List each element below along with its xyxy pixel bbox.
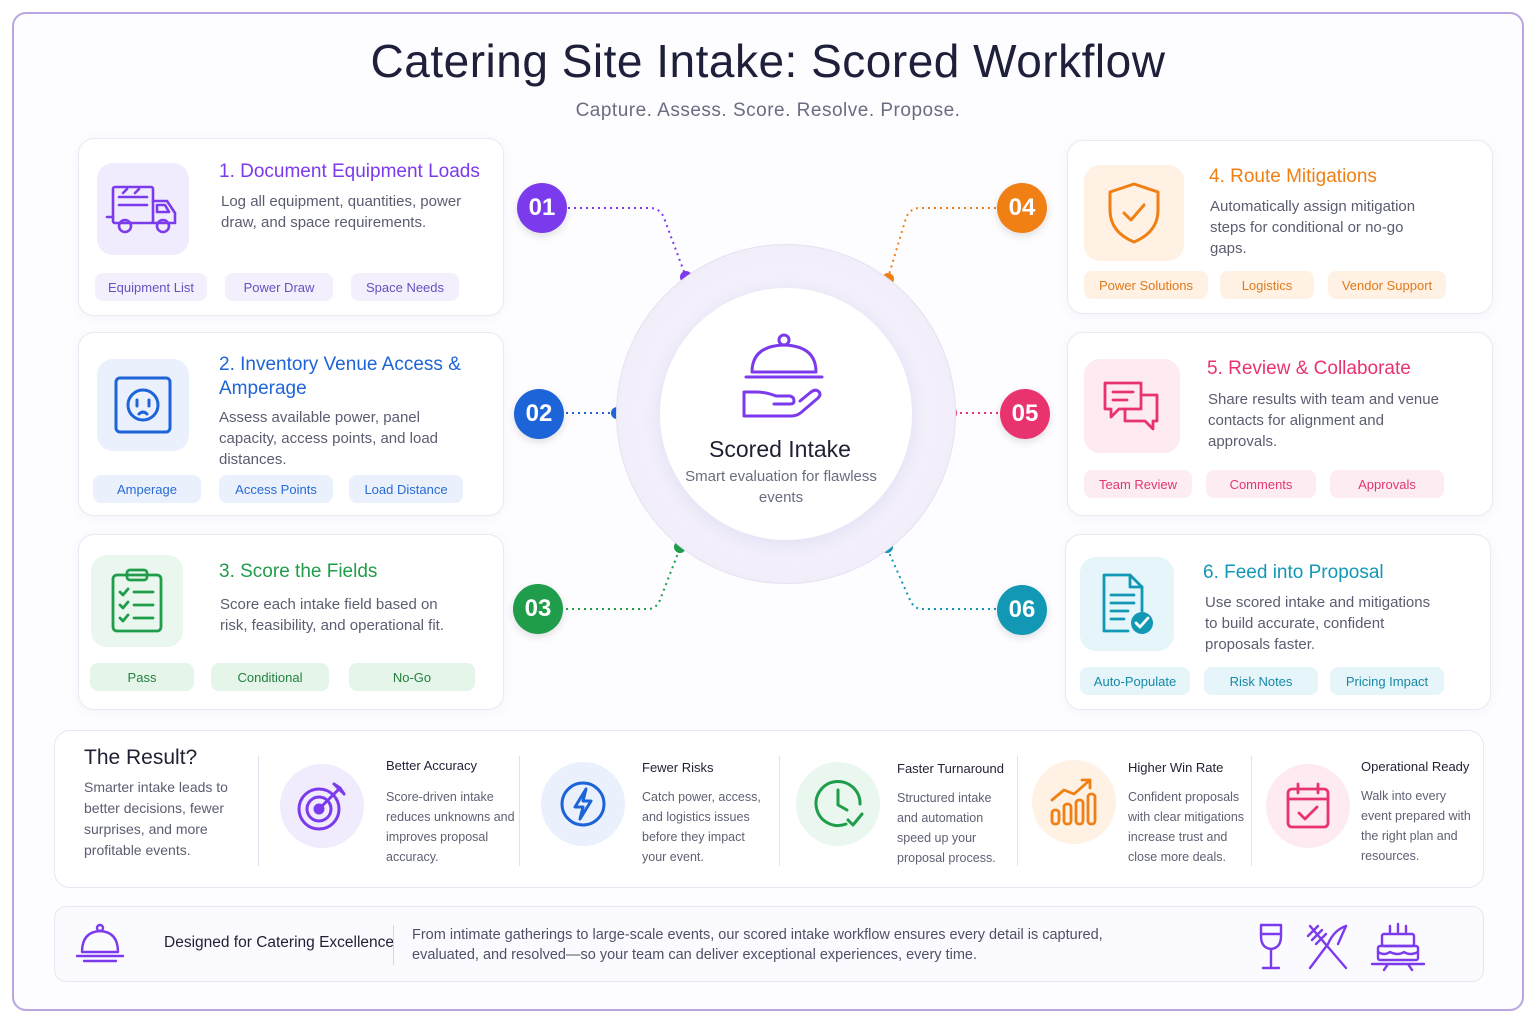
tag-approvals: Approvals [1330,470,1444,498]
step-badge-05: 05 [1000,389,1050,439]
shield-check-icon [1108,182,1160,244]
step-badge-06: 06 [997,585,1047,635]
tag-pass: Pass [90,663,194,691]
cloche-hand-icon [742,333,824,418]
step-card-3: 3. Score the Fields Score each intake fi… [78,534,504,710]
benefit-desc-3: Structured intake and automation speed u… [897,791,996,865]
divider [258,756,259,866]
tag-power-solutions: Power Solutions [1084,271,1208,299]
shield-check-icon-box [1084,165,1184,261]
growth-chart-icon [1050,778,1097,826]
step-title-6: 6. Feed into Proposal [1203,562,1384,583]
hub-subtitle: Smart evaluation for flawless events [685,468,877,506]
page-title: Catering Site Intake: Scored Workflow [370,35,1166,87]
tag-load-distance: Load Distance [349,475,463,503]
benefit-title-3: Faster Turnaround [897,761,1004,776]
connector-06 [886,547,996,610]
tag-space-needs: Space Needs [351,273,459,301]
step-badge-04: 04 [997,183,1047,233]
step-card-5: 5. Review & Collaborate Share results wi… [1067,332,1493,516]
document-check-icon [1102,573,1153,634]
chat-bubbles-icon-box [1084,359,1180,453]
power-outlet-icon [114,376,172,434]
benefit-title-5: Operational Ready [1361,759,1470,774]
hub-circle [660,288,912,540]
connector-01 [568,207,687,278]
divider [519,756,520,866]
tag-logistics: Logistics [1220,271,1314,299]
divider [1251,756,1252,866]
food-truck-icon [105,185,177,234]
step-title-1: 1. Document Equipment Loads [219,161,480,182]
clock-check-icon [814,780,864,827]
tag-equipment-list: Equipment List [95,273,207,301]
tag-auto-populate: Auto-Populate [1080,667,1190,695]
benefit-desc-5: Walk into every event prepared with the … [1361,789,1471,863]
step-card-4: 4. Route Mitigations Automatically assig… [1067,140,1493,314]
wine-glass-icon [1259,923,1283,970]
target-icon-circle [280,764,364,848]
tag-risk-notes: Risk Notes [1204,667,1318,695]
result-description: Smarter intake leads to better decisions… [84,779,228,858]
growth-chart-icon-circle [1032,760,1116,844]
step-desc-3: Score each intake field based on risk, f… [220,596,444,634]
chat-bubbles-icon [1103,381,1159,431]
tag-access-points: Access Points [219,475,333,503]
hub-title: Scored Intake [709,436,851,462]
tag-amperage: Amperage [93,475,201,503]
tag-no-go: No-Go [349,663,475,691]
step-badge-01: 01 [517,183,567,233]
lightning-icon [560,781,606,827]
step-card-2: 2. Inventory Venue Access & Amperage Ass… [78,332,504,516]
document-check-icon-box [1080,557,1174,651]
footer-banner [54,906,1484,982]
tag-team-review: Team Review [1084,470,1192,498]
footer-description: From intimate gatherings to large-scale … [412,927,1103,963]
benefit-title-1: Better Accuracy [386,758,478,773]
tag-vendor-support: Vendor Support [1328,271,1446,299]
utensils-icon [1306,924,1348,970]
step-desc-2: Assess available power, panel capacity, … [219,409,439,468]
footer-heading: Designed for Catering Excellence [164,934,395,951]
step-badge-03: 03 [513,584,563,634]
divider [393,925,394,965]
tag-pricing-impact: Pricing Impact [1330,667,1444,695]
result-heading: The Result? [84,746,198,769]
step-title-2: 2. Inventory Venue Access & Amperage [219,354,461,399]
step-desc-1: Log all equipment, quantities, power dra… [221,193,462,231]
step-title-4: 4. Route Mitigations [1209,166,1377,187]
step-desc-5: Share results with team and venue contac… [1208,391,1439,450]
step-desc-4: Automatically assign mitigation steps fo… [1210,198,1416,257]
step-badge-02: 02 [514,389,564,439]
connector-03 [566,547,681,610]
cloche-icon [75,923,125,963]
calendar-check-icon [1286,782,1330,829]
calendar-check-icon-circle [1266,764,1350,848]
step-desc-6: Use scored intake and mitigations to bui… [1205,594,1431,653]
benefit-desc-4: Confident proposals with clear mitigatio… [1128,790,1245,864]
step-title-5: 5. Review & Collaborate [1207,358,1411,379]
divider [1017,756,1018,866]
benefit-desc-2: Catch power, access, and logistics issue… [642,790,761,864]
tag-comments: Comments [1206,470,1316,498]
tag-power-draw: Power Draw [225,273,333,301]
food-truck-icon-box [97,163,189,255]
power-outlet-icon-box [97,359,189,451]
benefit-desc-1: Score-driven intake reduces unknowns and… [386,790,515,864]
benefit-title-2: Fewer Risks [642,760,714,775]
benefit-title-4: Higher Win Rate [1128,760,1224,775]
step-card-6: 6. Feed into Proposal Use scored intake … [1065,534,1491,710]
tag-conditional: Conditional [211,663,329,691]
lightning-icon-circle [541,762,625,846]
clock-check-icon-circle [796,762,880,846]
cake-icon [1370,922,1426,972]
step-title-3: 3. Score the Fields [219,561,378,582]
connector-04 [887,207,996,279]
checklist-icon [111,568,163,633]
target-icon [297,782,346,831]
page-subtitle: Capture. Assess. Score. Resolve. Propose… [575,100,961,121]
checklist-icon-box [91,555,183,647]
divider [779,756,780,866]
step-card-1: 1. Document Equipment Loads Log all equi… [78,138,504,316]
